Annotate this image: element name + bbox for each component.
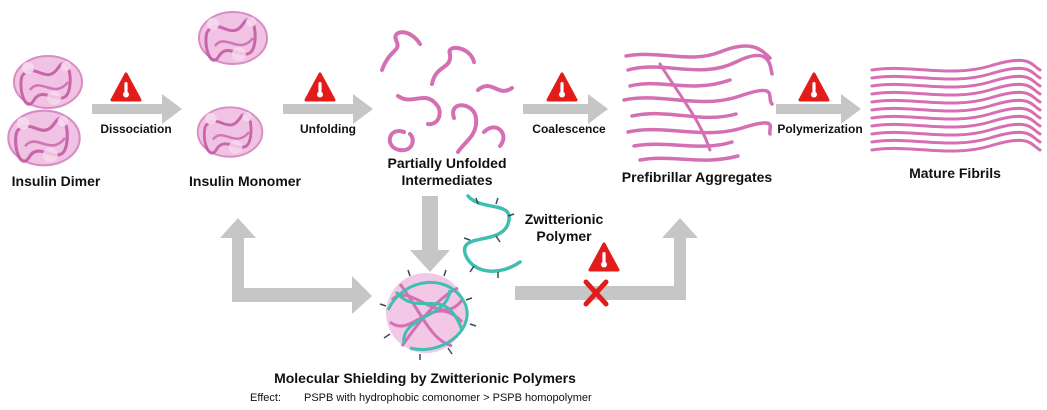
- label-intermediates-line1: Partially Unfolded: [387, 155, 507, 171]
- forward-arrows: [92, 94, 861, 124]
- arrow-polymerization: [776, 94, 861, 124]
- thermometer-warning-icon: [546, 72, 578, 102]
- label-insulin-monomer: Insulin Monomer: [189, 173, 301, 189]
- label-unfolding: Unfolding: [300, 122, 356, 136]
- mature-fibrils-graphic: [870, 58, 1042, 153]
- label-zwitterionic-line2: Polymer: [536, 228, 592, 244]
- insulin-monomer-graphic: [196, 10, 269, 159]
- label-dissociation: Dissociation: [100, 122, 172, 136]
- zwitterionic-polymer-graphic: [462, 194, 522, 278]
- arrow-dissociation: [92, 94, 182, 124]
- arrow-blocked-to-aggregates: [515, 218, 698, 300]
- blocked-x-icon: [583, 279, 609, 307]
- label-polymerization: Polymerization: [777, 122, 863, 136]
- prefibrillar-aggregates-graphic: [622, 44, 774, 162]
- thermometer-warning-icon: [110, 72, 142, 102]
- thermometer-warning-icon: [588, 242, 620, 272]
- label-coalescence: Coalescence: [532, 122, 606, 136]
- arrow-down-to-shielding: [410, 196, 450, 272]
- insulin-dimer-graphic: [6, 54, 84, 167]
- label-prefibrillar-aggregates: Prefibrillar Aggregates: [621, 169, 773, 185]
- effect-text: PSPB with hydrophobic comonomer > PSPB h…: [304, 392, 592, 404]
- label-mature-fibrils: Mature Fibrils: [909, 165, 1001, 181]
- label-intermediates-line2: Intermediates: [401, 172, 493, 188]
- arrow-coalescence: [523, 94, 608, 124]
- unfolded-intermediates-graphic: [380, 30, 514, 154]
- label-zwitterionic-line1: Zwitterionic: [524, 211, 604, 227]
- effect-label: Effect:: [250, 392, 281, 404]
- arrow-unfolding: [283, 94, 373, 124]
- label-insulin-dimer: Insulin Dimer: [11, 173, 101, 189]
- label-molecular-shielding: Molecular Shielding by Zwitterionic Poly…: [274, 370, 576, 386]
- thermometer-warning-icon: [304, 72, 336, 102]
- molecular-shielding-graphic: [379, 269, 477, 360]
- thermometer-warning-icon: [798, 72, 830, 102]
- arrow-back-to-monomer: [220, 218, 372, 314]
